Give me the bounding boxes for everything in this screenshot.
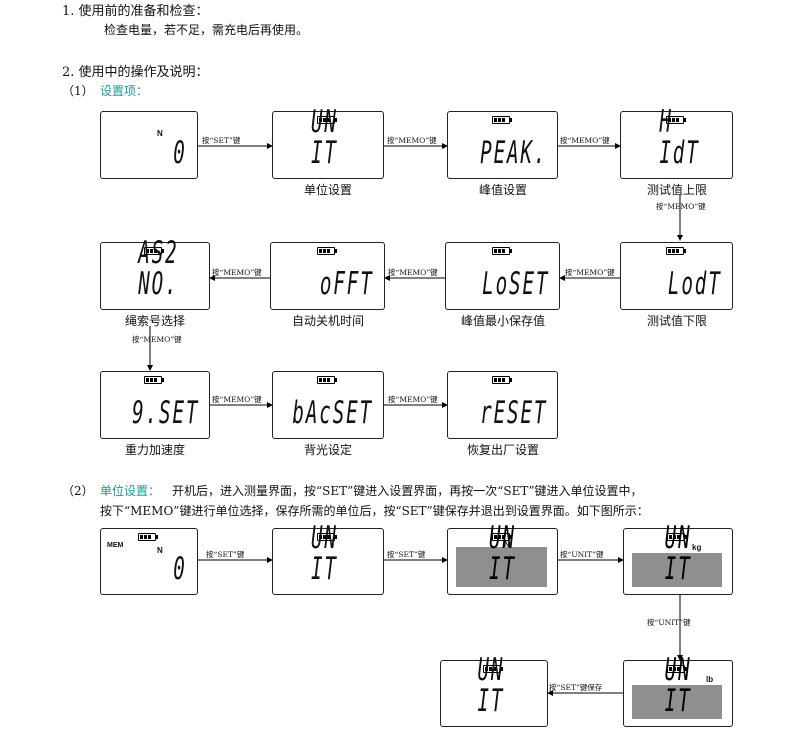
label-memo-7: 按“MEMO”键 bbox=[132, 335, 182, 344]
caption-auto-off: 自动关机时间 bbox=[291, 314, 364, 328]
lcd-digits: H IdT bbox=[659, 104, 700, 171]
label-memo-1: 按“MEMO”键 bbox=[387, 136, 437, 145]
highlight-box: UN IT bbox=[456, 523, 547, 587]
caption-lower-limit: 测试值下限 bbox=[646, 314, 707, 328]
lcd-digits: UN IT bbox=[664, 520, 692, 587]
label-set-1: 按“SET”键 bbox=[202, 136, 241, 145]
battery-icon bbox=[491, 247, 512, 255]
lcd-digits: rESET bbox=[479, 395, 547, 431]
lcd-screen-backlight: bAcSET bbox=[272, 371, 384, 439]
battery-icon bbox=[667, 533, 687, 541]
sub2-title: 单位设置： bbox=[100, 484, 161, 498]
lcd-digits: oFFT bbox=[320, 266, 374, 302]
section2-heading: 2. 使用中的操作及说明： bbox=[62, 65, 209, 80]
label-memo-2: 按“MEMO”键 bbox=[560, 136, 610, 145]
lcd-digits: 9.SET bbox=[131, 395, 199, 431]
battery-icon bbox=[317, 533, 337, 541]
unit-label: N bbox=[504, 540, 510, 549]
mem-indicator: MEM bbox=[107, 542, 124, 549]
lcd-screen-rope-number: AS2 NO. bbox=[100, 238, 210, 310]
lcd-digits: PEAK. bbox=[479, 135, 547, 171]
caption-backlight: 背光设定 bbox=[303, 443, 352, 457]
battery-icon bbox=[491, 376, 512, 384]
unit-label: kg bbox=[692, 543, 702, 552]
lcd-screen-unit: UN IT bbox=[272, 107, 384, 179]
unit-label: N bbox=[157, 546, 163, 555]
battery-icon bbox=[144, 376, 164, 384]
battery-icon bbox=[316, 247, 337, 255]
label-set-3: 按“SET”键 bbox=[387, 550, 426, 559]
lcd-screen-unit-n: N UN IT bbox=[447, 523, 558, 595]
lcd-screen-gravity: 9.SET bbox=[100, 371, 210, 439]
battery-icon bbox=[665, 247, 686, 255]
caption-upper-limit: 测试值上限 bbox=[646, 183, 707, 197]
caption-gravity: 重力加速度 bbox=[124, 443, 185, 457]
lcd-digits: 0 bbox=[173, 551, 187, 587]
label-unit-1: 按“UNIT”键 bbox=[560, 550, 604, 559]
sub2-line1: 开机后，进入测量界面，按“SET”键进入设置界面，再按一次“SET”键进入单位设… bbox=[172, 484, 643, 498]
battery-icon bbox=[317, 376, 337, 384]
label-set-2: 按“SET”键 bbox=[206, 550, 245, 559]
caption-reset: 恢复出厂设置 bbox=[466, 443, 539, 457]
lcd-digits: UN IT bbox=[664, 652, 692, 719]
highlight-box: UN IT bbox=[632, 655, 722, 719]
label-memo-5: 按“MEMO”键 bbox=[388, 268, 438, 277]
label-memo-6: 按“MEMO”键 bbox=[212, 268, 262, 277]
caption-unit-setting: 单位设置 bbox=[303, 183, 352, 197]
battery-icon bbox=[317, 116, 337, 124]
lcd-digits: UN IT bbox=[311, 520, 338, 587]
lcd-screen-unit-lb: lb UN IT bbox=[623, 655, 733, 727]
battery-icon bbox=[667, 665, 687, 673]
lcd-screen-peak: PEAK. bbox=[447, 111, 558, 179]
sub2-line2: 按下“MEMO”键进行单位选择，保存所需的单位后，按“SET”键保存并退出到设置… bbox=[100, 504, 649, 518]
caption-min-save: 峰值最小保存值 bbox=[460, 314, 545, 328]
lcd-digits: UN IT bbox=[489, 520, 516, 587]
battery-icon bbox=[665, 116, 686, 124]
lcd-digits: UN IT bbox=[477, 652, 505, 719]
battery-icon bbox=[483, 665, 503, 673]
label-memo-8: 按“MEMO”键 bbox=[212, 395, 262, 404]
label-unit-2: 按“UNIT”键 bbox=[647, 618, 691, 627]
battery-icon bbox=[138, 533, 158, 541]
lcd-screen-unit-saved: UN IT bbox=[440, 655, 548, 727]
lcd-digits: UN IT bbox=[311, 104, 338, 171]
sub2-number: （2） bbox=[62, 484, 94, 498]
highlight-box: UN IT bbox=[632, 523, 722, 587]
lcd-screen-unit-2: UN IT bbox=[272, 523, 384, 595]
battery-icon bbox=[491, 116, 512, 124]
sub1-number: （1） bbox=[62, 84, 94, 98]
lcd-screen-unit-kg: kg UN IT bbox=[623, 523, 733, 595]
label-memo-3: 按“MEMO”键 bbox=[656, 202, 706, 211]
lcd-screen-auto-off: oFFT bbox=[270, 242, 385, 310]
lcd-digits: LoSET bbox=[481, 266, 549, 302]
unit-label: lb bbox=[706, 675, 714, 684]
lcd-screen-measure: N 0 bbox=[100, 111, 198, 179]
lcd-digits: 0 bbox=[173, 135, 187, 171]
section1-body: 检查电量，若不足，需充电后再使用。 bbox=[104, 23, 309, 37]
lcd-digits: AS2 NO. bbox=[138, 235, 179, 302]
caption-rope-number: 绳索号选择 bbox=[124, 314, 185, 328]
battery-icon bbox=[491, 533, 512, 541]
lcd-screen-measure-mem: MEM N 0 bbox=[100, 528, 198, 595]
lcd-screen-reset: rESET bbox=[447, 371, 558, 439]
caption-peak-setting: 峰值设置 bbox=[478, 183, 527, 197]
lcd-screen-lower-limit: LodT bbox=[620, 242, 733, 310]
section1-heading: 1. 使用前的准备和检查： bbox=[62, 4, 209, 19]
label-set-save: 按“SET”键保存 bbox=[549, 683, 603, 692]
unit-label: N bbox=[157, 129, 163, 138]
battery-icon bbox=[144, 247, 164, 255]
lcd-digits: bAcSET bbox=[292, 395, 373, 431]
lcd-screen-upper-limit: H IdT bbox=[620, 107, 733, 179]
lcd-digits: LodT bbox=[668, 266, 722, 302]
label-memo-9: 按“MEMO”键 bbox=[388, 395, 438, 404]
lcd-screen-min-save: LoSET bbox=[445, 242, 560, 310]
sub1-title: 设置项： bbox=[100, 84, 149, 98]
label-memo-4: 按“MEMO”键 bbox=[565, 268, 615, 277]
